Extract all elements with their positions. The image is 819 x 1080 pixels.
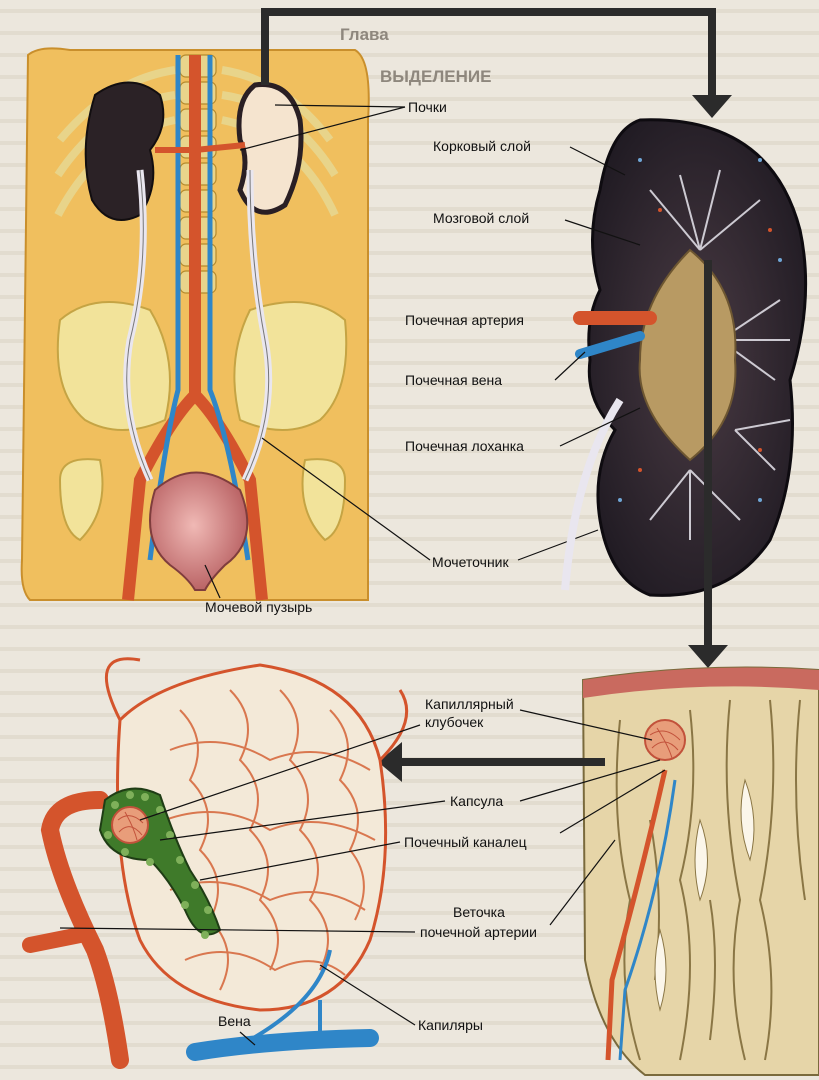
label-artery-branch-1: Веточка — [453, 904, 505, 920]
label-ureter: Мочеточник — [432, 554, 509, 570]
label-medulla: Мозговой слой — [433, 210, 529, 226]
label-bladder: Мочевой пузырь — [205, 599, 312, 615]
label-renal-pelvis: Почечная лоханка — [405, 438, 524, 454]
label-capillaries: Капиляры — [418, 1017, 483, 1033]
label-tubule: Почечный каналец — [404, 834, 527, 850]
label-renal-artery: Почечная артерия — [405, 312, 524, 328]
kidney-section-illustration — [565, 120, 806, 596]
label-artery-branch-2: почечной артерии — [420, 924, 537, 940]
label-cortex: Корковый слой — [433, 138, 531, 154]
cortex-tissue-illustration — [583, 668, 819, 1075]
label-kidneys: Почки — [408, 99, 447, 115]
label-renal-vein: Почечная вена — [405, 372, 502, 388]
body-illustration — [22, 48, 369, 600]
background-heading-2: ВЫДЕЛЕНИЕ — [380, 67, 491, 86]
label-vein: Вена — [218, 1013, 251, 1029]
label-glomerulus-1: Капиллярный — [425, 696, 514, 712]
label-glomerulus-2: клубочек — [425, 714, 484, 730]
background-heading-1: Глава — [340, 25, 389, 44]
label-capsule: Капсула — [450, 793, 503, 809]
